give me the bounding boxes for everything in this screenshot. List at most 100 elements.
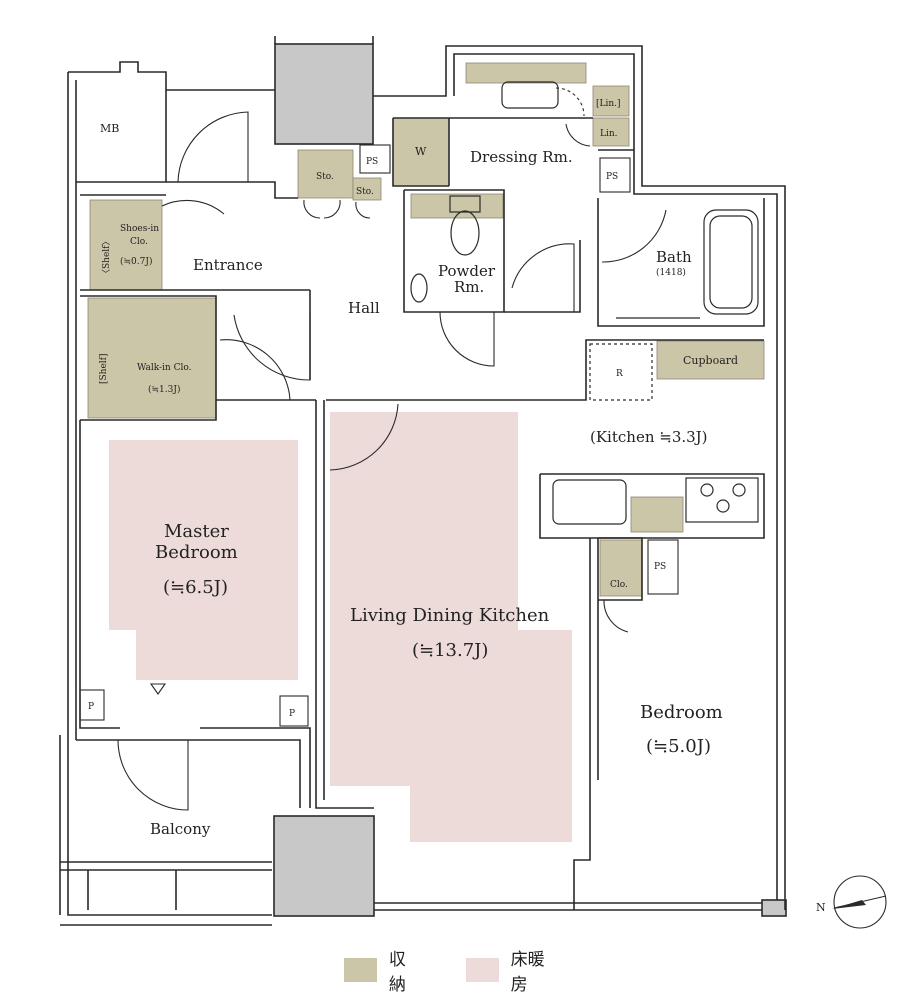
label-ps-bedroom: PS	[654, 562, 666, 572]
burner-center-icon	[716, 499, 730, 513]
sto-door-left	[303, 199, 321, 219]
toilet-tank	[449, 195, 481, 213]
bathtub-inner	[709, 215, 753, 309]
label-r: R	[616, 369, 623, 379]
lin-bottom	[592, 117, 630, 147]
label-balcony: Balcony	[150, 820, 211, 838]
powder-door	[439, 311, 495, 367]
bedroom-closet	[599, 539, 643, 597]
ldk-heating	[330, 412, 572, 842]
sto-small-door	[355, 201, 371, 219]
legend-storage: 収納	[344, 945, 422, 995]
walls	[59, 36, 786, 926]
ldk-door	[329, 403, 399, 471]
sto-door-right	[323, 199, 341, 219]
label-cupboard: Cupboard	[683, 354, 738, 367]
small-boxes	[79, 144, 679, 727]
legend: 収納 床暖房	[344, 950, 604, 995]
floor-plan: N MB PS Sto. Sto. W Dressing Rm. [Lin.] …	[59, 36, 887, 929]
label-shoes-shelf: 〈Shelf〉	[101, 237, 112, 279]
lin-door	[565, 123, 591, 147]
powder-shelf	[410, 193, 504, 219]
hall-door	[233, 312, 311, 381]
label-bath-size: (1418)	[656, 267, 686, 278]
label-kitchen: (Kitchen ≒3.3J)	[590, 428, 708, 446]
label-walkin-shelf: [Shelf]	[99, 353, 109, 384]
legend-heating-swatch	[465, 958, 499, 982]
ps-top-box	[359, 144, 391, 174]
kitchen-counter-storage	[630, 496, 684, 533]
compass-north-label: N	[816, 901, 826, 914]
label-p-right: P	[289, 709, 295, 719]
label-master-2: Bedroom	[155, 542, 238, 563]
shafts	[273, 43, 787, 917]
refrigerator-space	[589, 343, 653, 401]
compass-icon: N	[816, 875, 887, 929]
lin-top	[592, 85, 630, 117]
entrance-door	[177, 111, 249, 183]
ps-bedroom-box	[647, 539, 679, 595]
kitchen-sink	[552, 479, 627, 525]
dressing-shelf	[465, 62, 587, 84]
label-master-1: Master	[164, 521, 229, 542]
master-bedroom-heating	[109, 440, 298, 680]
label-entrance: Entrance	[193, 256, 263, 274]
label-shoes-3: (≒0.7J)	[120, 256, 152, 267]
storage-areas	[87, 62, 765, 597]
label-master-size: (≒6.5J)	[163, 577, 228, 598]
label-bedroom: Bedroom	[640, 702, 723, 723]
label-walkin-2: (≒1.3J)	[148, 384, 180, 395]
legend-heating: 床暖房	[465, 945, 560, 995]
doors	[117, 87, 667, 811]
walkin-closet-door	[219, 339, 291, 401]
legend-storage-swatch	[344, 958, 377, 982]
label-sto-main: Sto.	[316, 172, 334, 182]
label-powder-1: Powder	[438, 262, 496, 280]
sto-small	[352, 177, 382, 201]
master-bedroom-door	[117, 739, 189, 811]
walkin-closet	[87, 297, 217, 419]
label-w: W	[415, 145, 427, 158]
label-clo: Clo.	[610, 580, 628, 590]
shoes-closet-door	[161, 199, 225, 215]
label-bedroom-size: (≒5.0J)	[646, 736, 711, 757]
label-ldk: Living Dining Kitchen	[350, 605, 550, 626]
dressing-door	[511, 243, 575, 312]
label-hall: Hall	[348, 299, 380, 317]
shoes-closet	[89, 199, 163, 291]
label-sto-small: Sto.	[356, 187, 374, 197]
cupboard	[656, 340, 765, 380]
fixtures	[410, 81, 759, 525]
label-shoes-2: Clo.	[130, 237, 148, 247]
floor-heating-areas	[109, 412, 572, 842]
bath-door	[601, 209, 667, 263]
bottom-shaft	[273, 815, 375, 917]
label-p-left: P	[88, 702, 94, 712]
label-bath: Bath	[656, 248, 692, 266]
p-right-box	[279, 695, 309, 727]
label-ldk-size: (≒13.7J)	[412, 640, 488, 661]
aircon-icon	[149, 683, 167, 695]
label-ps-top: PS	[366, 157, 378, 167]
label-ps-dressing: PS	[606, 172, 618, 182]
ps-dressing-box	[599, 157, 631, 193]
dressing-sink	[501, 81, 559, 109]
toilet-bowl	[450, 210, 480, 256]
label-lin-bottom: Lin.	[600, 129, 618, 139]
corner-block	[761, 899, 787, 917]
bedroom-closet-door	[603, 599, 629, 633]
cooktop	[685, 477, 759, 523]
burner-left-icon	[700, 483, 714, 497]
legend-storage-label: 収納	[388, 950, 406, 995]
p-left-box	[79, 689, 105, 721]
room-labels: MB PS Sto. Sto. W Dressing Rm. [Lin.] Li…	[88, 99, 738, 838]
sto-main	[297, 149, 354, 199]
label-mb: MB	[100, 122, 119, 135]
label-powder-2: Rm.	[454, 278, 484, 296]
label-dressing: Dressing Rm.	[470, 148, 573, 166]
label-shoes-1: Shoes-in	[120, 224, 159, 234]
powder-sink	[410, 273, 428, 303]
dressing-wet-door	[555, 87, 585, 117]
burner-right-icon	[732, 483, 746, 497]
legend-heating-label: 床暖房	[510, 950, 545, 995]
